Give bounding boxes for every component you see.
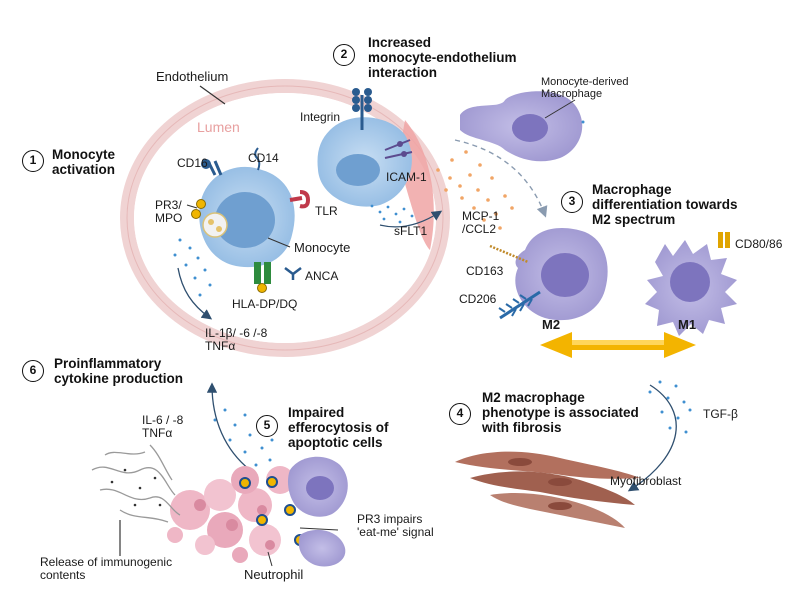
m2-macrophage bbox=[489, 227, 608, 321]
activated-monocyte bbox=[191, 147, 311, 293]
myofibroblasts bbox=[455, 451, 640, 528]
step-title-1: Monocyte activation bbox=[52, 147, 116, 177]
label-il1b: IL-1β/ -6 /-8 TNFα bbox=[205, 326, 268, 353]
step-badge-6: 6 bbox=[22, 360, 44, 382]
label-integrin: Integrin bbox=[300, 110, 341, 124]
m1-macrophage bbox=[645, 232, 737, 336]
cytokine-dots-monocyte bbox=[173, 238, 212, 297]
label-anca: ANCA bbox=[305, 269, 339, 283]
cytokine-arrow-1 bbox=[177, 267, 213, 320]
label-monocyte-derived: Monocyte-derived Macrophage bbox=[541, 76, 629, 100]
label-myofibroblast: Myofibroblast bbox=[610, 474, 682, 488]
label-cd206: CD206 bbox=[459, 292, 497, 306]
step-title-4: M2 macrophage phenotype is associated wi… bbox=[482, 390, 639, 435]
step-badge-1: 1 bbox=[22, 150, 44, 172]
label-lumen: Lumen bbox=[197, 119, 240, 135]
tgfb-dots bbox=[648, 380, 692, 434]
label-cd16: CD16 bbox=[177, 156, 208, 170]
label-monocyte: Monocyte bbox=[294, 240, 351, 255]
label-neutrophil: Neutrophil bbox=[244, 567, 304, 582]
label-tlr: TLR bbox=[315, 204, 338, 218]
mcp1-dots bbox=[436, 150, 514, 230]
step-title-3: Macrophage differentiation towards M2 sp… bbox=[592, 182, 738, 227]
monocyte-derived-macrophage bbox=[460, 91, 585, 162]
endothelium-pointer bbox=[199, 85, 226, 105]
monocyte-pointer bbox=[267, 237, 291, 248]
released-contents bbox=[91, 444, 181, 523]
m2-m1-double-arrow bbox=[540, 332, 696, 358]
step-badge-2: 2 bbox=[333, 44, 355, 66]
step-badge-4: 4 bbox=[449, 403, 471, 425]
pr3-pointer bbox=[186, 204, 198, 209]
step-title-2: Increased monocyte-endothelium interacti… bbox=[368, 35, 517, 80]
label-m1: M1 bbox=[678, 317, 697, 332]
step-title-6: Proinflammatory cytokine production bbox=[54, 356, 184, 386]
label-icam1: ICAM-1 bbox=[386, 170, 427, 184]
efferocytosis-macrophage bbox=[287, 456, 348, 567]
adhering-monocyte bbox=[317, 88, 413, 207]
step-badge-5: 5 bbox=[256, 415, 278, 437]
label-cd80: CD80/86 bbox=[735, 237, 783, 251]
label-tgfb: TGF-β bbox=[703, 407, 738, 421]
label-sflt1: sFLT1 bbox=[394, 224, 428, 238]
sflt1-arrow bbox=[379, 210, 443, 228]
label-pr3-mpo: PR3/ MPO bbox=[155, 198, 183, 225]
sflt1-dots bbox=[370, 204, 414, 224]
macrophage-pointer bbox=[544, 99, 576, 119]
tgfb-arrow bbox=[627, 384, 677, 492]
label-cd163: CD163 bbox=[466, 264, 504, 278]
pr3-eat-pointer bbox=[299, 527, 339, 531]
label-mcp1: MCP-1 /CCL2 bbox=[462, 209, 500, 236]
label-endothelium: Endothelium bbox=[156, 69, 229, 84]
apoptotic-neutrophils bbox=[167, 466, 306, 563]
released-dots bbox=[110, 468, 162, 507]
step-badge-3: 3 bbox=[561, 191, 583, 213]
label-il6: IL-6 / -8 TNFα bbox=[142, 413, 184, 440]
cytokine-arrow-6 bbox=[206, 382, 251, 471]
neutrophil-pointer bbox=[267, 551, 273, 567]
label-m2: M2 bbox=[542, 317, 561, 332]
label-cd14: CD14 bbox=[248, 151, 279, 165]
label-hla: HLA-DP/DQ bbox=[232, 297, 298, 311]
step-title-5: Impaired efferocytosis of apoptotic cell… bbox=[288, 405, 389, 450]
label-release: Release of immunogenic contents bbox=[40, 555, 173, 582]
label-pr3-eat-me: PR3 impairs 'eat-me' signal bbox=[357, 512, 434, 539]
differentiation-arrow bbox=[454, 139, 548, 218]
